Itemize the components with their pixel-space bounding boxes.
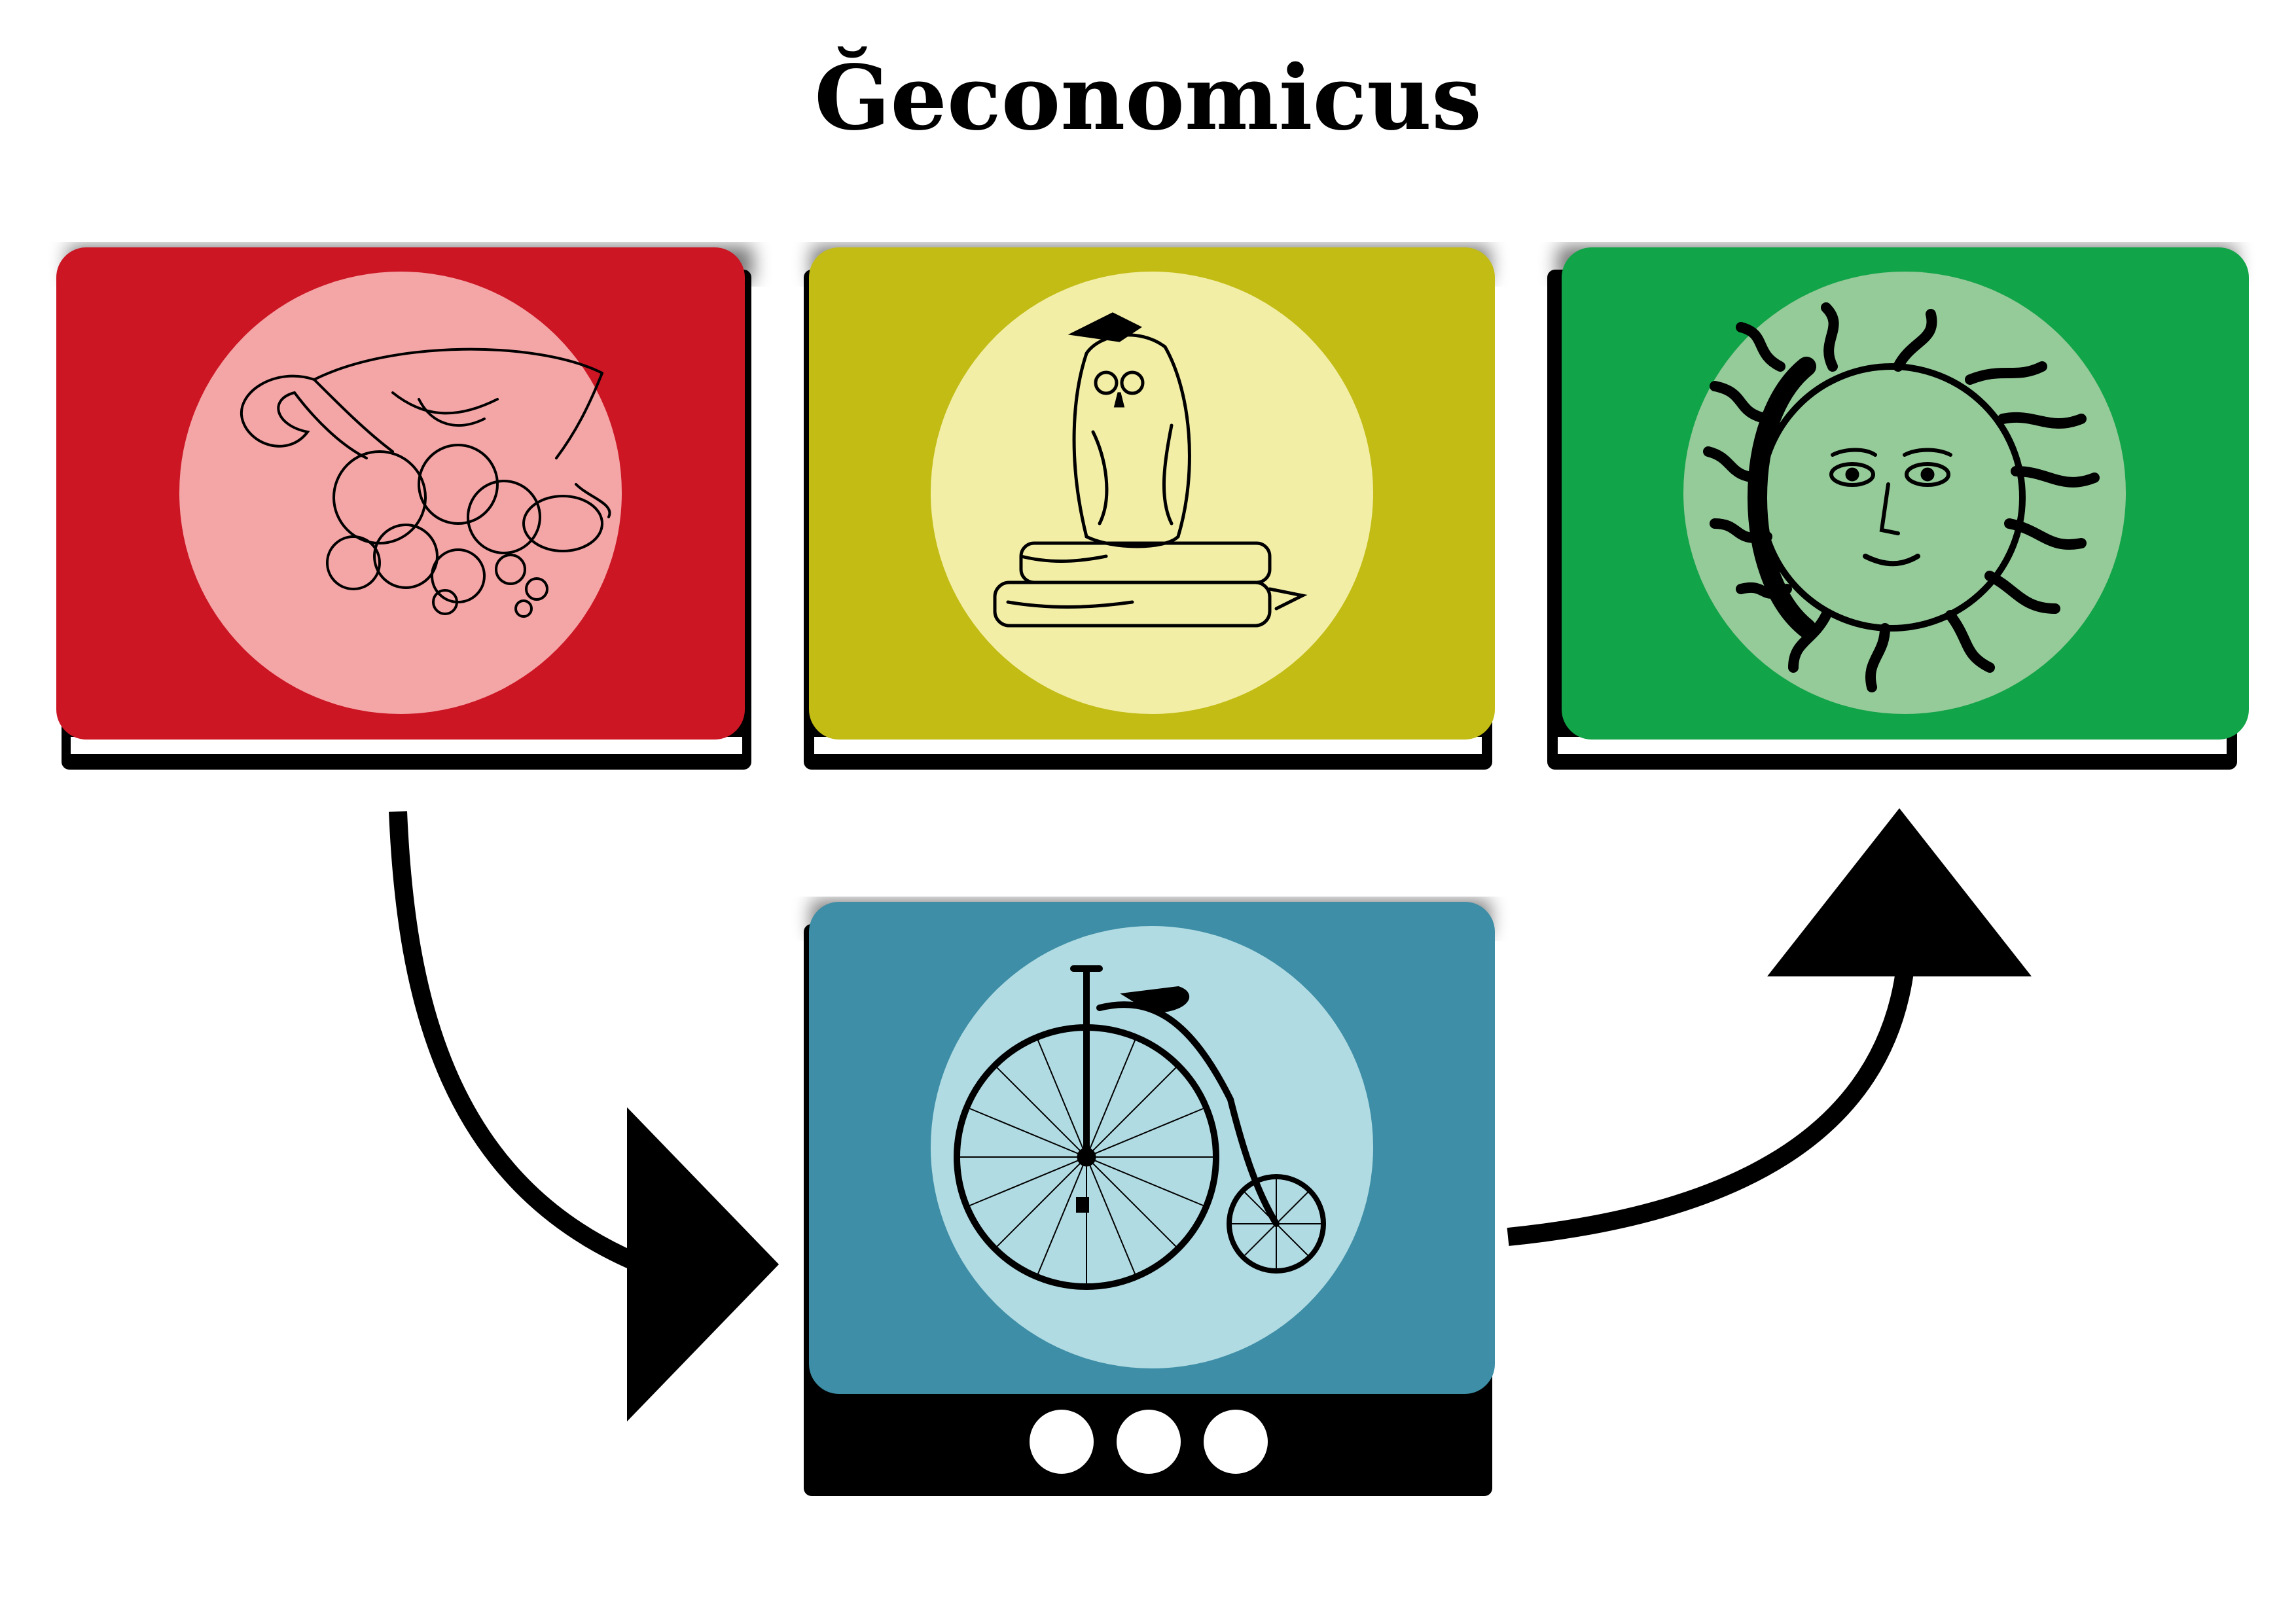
page-title: Ğeconomicus: [814, 46, 1482, 151]
card-base-strip: [71, 737, 742, 754]
card-disc: [179, 272, 622, 714]
arrow-head: [1767, 808, 2032, 976]
sun-face-icon: [1703, 302, 2100, 692]
pagination-dot-3[interactable]: [1204, 1410, 1268, 1474]
card-disc: [931, 272, 1373, 714]
cornucopia-icon: [240, 348, 611, 618]
card-base-strip: [814, 737, 1482, 754]
pagination-dot-2[interactable]: [1117, 1410, 1181, 1474]
arrow-shaft: [1507, 961, 1915, 1246]
arrow-to-bicycle: [389, 811, 779, 1421]
arrow-to-sun: [1507, 808, 2032, 1246]
arrow-head: [627, 1107, 779, 1421]
card-base-strip: [1558, 737, 2227, 754]
card-bicycle[interactable]: [804, 901, 1495, 1496]
arrow-shaft: [389, 811, 658, 1279]
pagination-dot-1[interactable]: [1030, 1410, 1094, 1474]
penny-farthing-icon: [954, 965, 1326, 1290]
card-cornucopia[interactable]: [56, 246, 753, 770]
owl-on-books-icon: [993, 312, 1308, 628]
card-sun[interactable]: [1547, 246, 2249, 770]
card-owl[interactable]: [804, 246, 1495, 770]
